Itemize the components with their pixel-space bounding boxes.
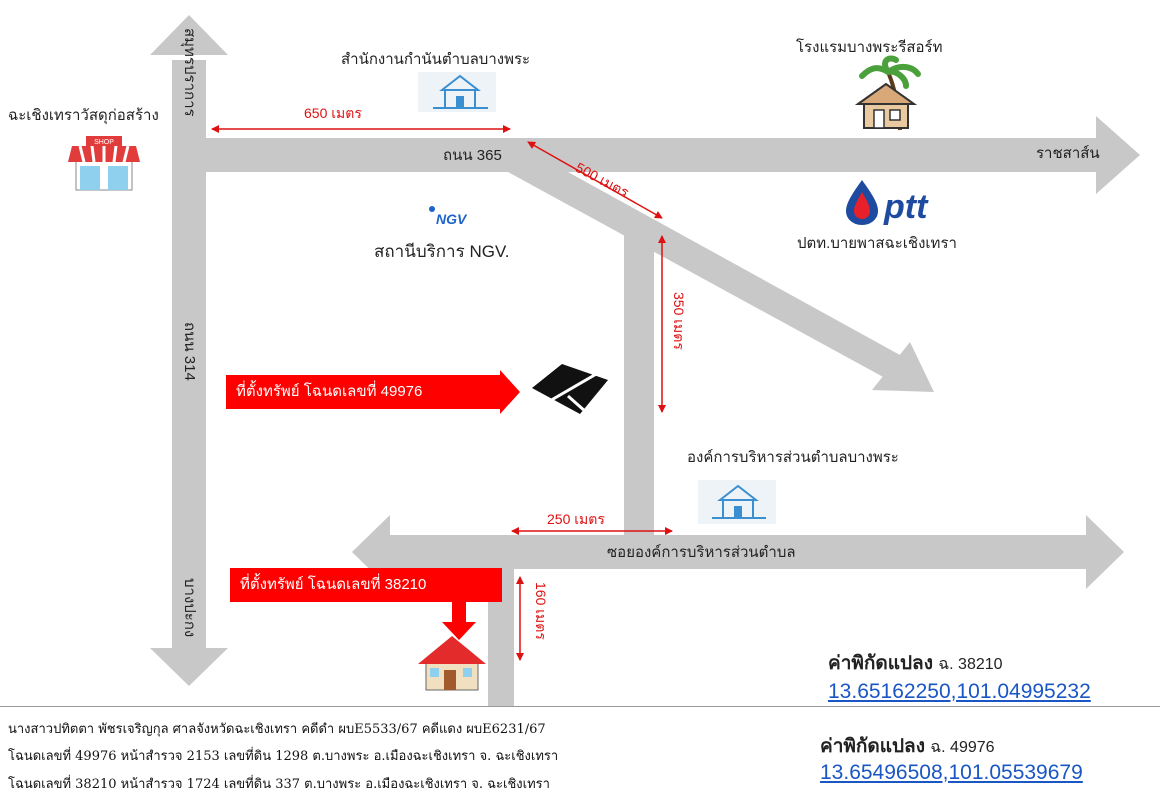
road-365 bbox=[200, 116, 1140, 194]
coord-38210-link[interactable]: 13.65162250,101.04995232 bbox=[828, 680, 1091, 703]
bang-pakong-label: บางปะกง bbox=[181, 578, 198, 638]
house-icon bbox=[418, 636, 486, 691]
callout-plot-38210: ที่ตั้งทรัพย์ โฉนดเลขที่ 38210 bbox=[230, 568, 502, 602]
footer-line-1: นางสาวปทิตตา พัชรเจริญกุล ศาลจังหวัดฉะเช… bbox=[8, 722, 546, 737]
obt-label: องค์การบริหารส่วนตำบลบางพระ bbox=[687, 449, 899, 466]
connector-road bbox=[624, 225, 654, 535]
coord-49976-link[interactable]: 13.65496508,101.05539679 bbox=[820, 761, 1083, 784]
footer-line-2: โฉนดเลขที่ 49976 หน้าสำรวจ 2153 เลขที่ดิ… bbox=[8, 749, 559, 764]
coord-49976-title: ค่าพิกัดแปลง ฉ. 49976 bbox=[820, 731, 995, 761]
obt-office-icon bbox=[698, 480, 776, 524]
government-office-icon bbox=[418, 72, 496, 112]
coord-49976-label: ค่าพิกัดแปลง bbox=[820, 736, 925, 757]
map-canvas: SHOP NGV ptt bbox=[68, 15, 1140, 706]
shop-icon: SHOP bbox=[68, 136, 140, 191]
road-314-label: ถนน 314 bbox=[181, 322, 198, 381]
ptt-logo-icon: ptt bbox=[846, 180, 929, 226]
footer-line-3: โฉนดเลขที่ 38210 หน้าสำรวจ 1724 เลขที่ดิ… bbox=[8, 777, 550, 792]
ptt-station-label: ปตท.บายพาสฉะเชิงเทรา bbox=[797, 235, 957, 252]
kamnan-office-label: สำนักงานกำนันตำบลบางพระ bbox=[341, 51, 531, 68]
distance-160-label: 160 เมตร bbox=[533, 582, 549, 640]
coord-38210-label: ค่าพิกัดแปลง bbox=[828, 653, 933, 674]
coord-49976-suffix: ฉ. 49976 bbox=[930, 739, 995, 756]
distance-line-500 bbox=[527, 141, 663, 219]
soi-obt-label: ซอยองค์การบริหารส่วนตำบล bbox=[607, 544, 796, 561]
callout-arrow-38210 bbox=[442, 600, 476, 640]
distance-250-label: 250 เมตร bbox=[547, 511, 605, 527]
samut-prakan-label: สมุทรปราการ bbox=[181, 28, 198, 117]
plot-49976-shape bbox=[532, 364, 608, 414]
shop-sign-text: SHOP bbox=[94, 139, 114, 146]
ptt-logo-text: ptt bbox=[883, 188, 929, 226]
ratchasan-label: ราชสาส์น bbox=[1036, 145, 1100, 162]
road-365-label: ถนน 365 bbox=[443, 147, 502, 164]
coord-38210-suffix: ฉ. 38210 bbox=[938, 656, 1003, 673]
ngv-logo-icon: NGV bbox=[429, 206, 468, 227]
resort-label: โรงแรมบางพระรีสอร์ท bbox=[796, 39, 943, 56]
ngv-logo-text: NGV bbox=[436, 211, 468, 227]
resort-hut-icon bbox=[854, 55, 921, 131]
distance-350-label: 350 เมตร bbox=[671, 292, 687, 350]
callout-plot-49976: ที่ตั้งทรัพย์ โฉนดเลขที่ 49976 bbox=[226, 375, 504, 409]
diagonal-road bbox=[508, 150, 934, 392]
footer-panel: นางสาวปทิตตา พัชรเจริญกุล ศาลจังหวัดฉะเช… bbox=[0, 706, 1160, 801]
distance-650-label: 650 เมตร bbox=[304, 105, 362, 121]
ngv-station-label: สถานีบริการ NGV. bbox=[374, 242, 510, 261]
shop-label: ฉะเชิงเทราวัสดุก่อสร้าง bbox=[8, 107, 159, 124]
coord-38210-title: ค่าพิกัดแปลง ฉ. 38210 bbox=[828, 648, 1003, 678]
